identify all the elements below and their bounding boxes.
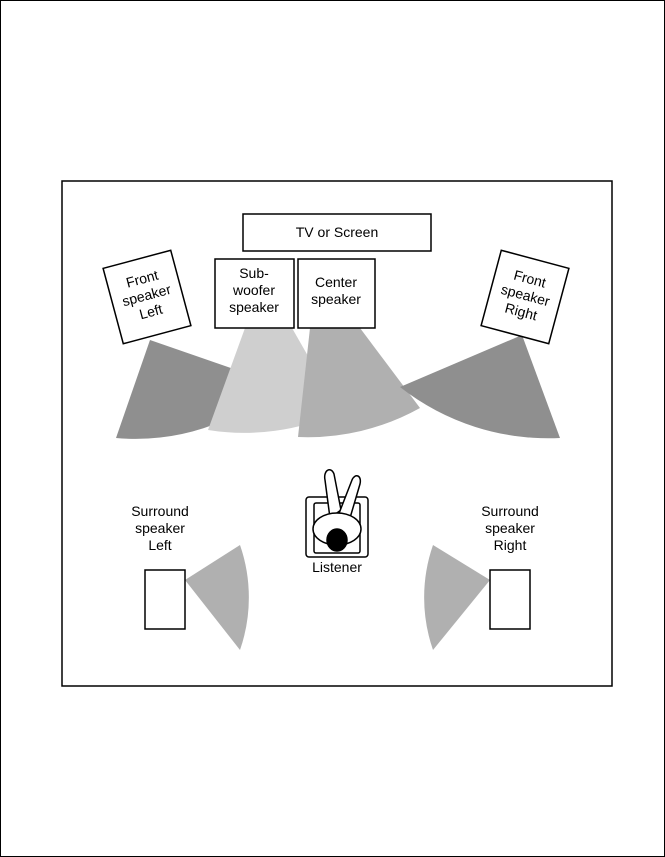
- subwoofer-label-line2: woofer: [232, 282, 275, 298]
- subwoofer-label-line3: speaker: [229, 299, 279, 315]
- front-left-label-line3: Left: [138, 301, 165, 323]
- room-outline: [61, 180, 613, 687]
- surround-left-label-line3: Left: [148, 537, 171, 553]
- listener-right-leg: [337, 475, 362, 519]
- surround-right-speaker: [489, 569, 531, 630]
- center-label-line2: speaker: [311, 291, 361, 307]
- front-right-speaker: Front speaker Right: [480, 249, 570, 345]
- listener-figure: [305, 469, 369, 558]
- surround-right-label-line2: speaker: [485, 520, 535, 536]
- subwoofer-label-line1: Sub-: [239, 265, 269, 281]
- front-left-sound-cone: [116, 340, 280, 439]
- center-speaker: Center speaker: [297, 258, 376, 329]
- surround-right-sound-cone: [424, 545, 490, 650]
- surround-left-label-line1: Surround: [131, 503, 189, 519]
- tv-screen: [242, 213, 432, 252]
- surround-left-speaker: [144, 569, 186, 630]
- listener-label: Listener: [312, 559, 362, 575]
- listener-left-leg: [323, 469, 342, 519]
- tv-screen-label: TV or Screen: [296, 224, 378, 240]
- surround-left-label-line2: speaker: [135, 520, 185, 536]
- surround-right-label-line3: Right: [494, 537, 527, 553]
- front-left-speaker: Front speaker Left: [102, 249, 192, 345]
- subwoofer-speaker: Sub- woofer speaker: [214, 258, 295, 329]
- center-sound-cone: [298, 328, 420, 438]
- surround-left-sound-cone: [185, 545, 249, 650]
- listener-head: [326, 528, 348, 552]
- center-label-line1: Center: [315, 274, 357, 290]
- surround-right-label-line1: Surround: [481, 503, 539, 519]
- front-right-sound-cone: [400, 335, 560, 439]
